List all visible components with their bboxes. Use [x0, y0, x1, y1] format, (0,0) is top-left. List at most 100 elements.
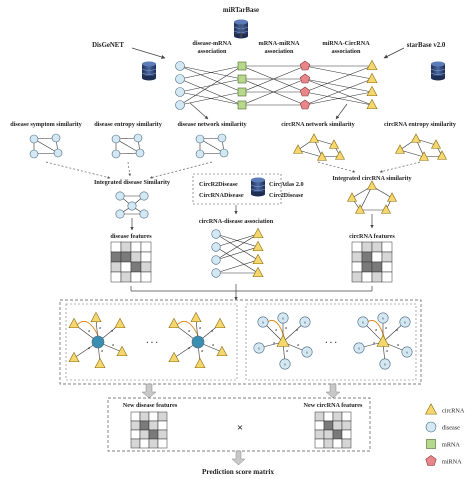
attention-weight-label: a — [112, 342, 114, 347]
matrix-cell — [157, 429, 168, 440]
disease-node — [257, 316, 269, 328]
disease-node — [217, 133, 227, 143]
square-icon — [426, 439, 436, 449]
matrix-cell — [130, 420, 141, 431]
circ-disease-association-label: circRNA-disease association — [199, 218, 274, 225]
mirna-node — [299, 86, 311, 97]
matrix-cell — [323, 438, 334, 449]
attention-weight-label: a — [88, 345, 90, 350]
circrna-node — [317, 151, 327, 161]
circ-disease-edge — [215, 233, 259, 248]
disease-node — [175, 74, 185, 84]
circ-entropy-graph — [395, 133, 447, 161]
integrated-disease-graph — [115, 191, 149, 219]
attention-weight-label: a — [188, 345, 190, 350]
integrated-circ-graph — [347, 180, 397, 214]
matrix-cell — [341, 429, 352, 440]
matrix-cell — [130, 429, 141, 440]
matrix-cell — [139, 438, 150, 449]
circrna-node — [214, 317, 226, 329]
matrix-cell — [332, 420, 343, 431]
matrix-cell — [371, 251, 383, 263]
disease-node — [399, 316, 411, 328]
mrna-mirna-label-2: association — [265, 48, 294, 55]
circrna-node — [168, 351, 180, 363]
block-arrow-left — [141, 383, 157, 399]
circrna-node — [366, 72, 378, 84]
circ-disease-edge — [215, 259, 259, 274]
attention-weight-label: a — [373, 340, 375, 345]
matrix-cell — [323, 420, 334, 431]
disease-node — [277, 312, 289, 324]
attention-weight-label: a — [275, 327, 277, 332]
mrna-node — [237, 100, 247, 110]
circrna-node — [190, 311, 202, 323]
mirna-circrna-edge — [304, 78, 373, 93]
disease-mrna-label: disease-mRNA — [192, 40, 232, 47]
center-disease-node — [91, 335, 105, 349]
arrow-disgenet — [131, 47, 166, 59]
matrix-cell — [381, 261, 393, 273]
disease-node — [357, 316, 369, 328]
matrix-cell — [139, 429, 150, 440]
similarity-edge — [297, 149, 323, 158]
attention-weight-label: a — [297, 342, 299, 347]
attention-weight-label: a — [396, 327, 398, 332]
circ-disease-bipartite — [211, 227, 264, 278]
disease-features-label: disease features — [110, 233, 152, 240]
matrix-cell — [361, 241, 373, 253]
circrna-node — [252, 253, 264, 265]
mirna-circ-label-2: association — [332, 48, 361, 55]
attention-weight-label: a — [296, 327, 298, 332]
matrix-cell — [314, 438, 325, 449]
block-arrow-bottom — [231, 450, 246, 466]
disease-node — [211, 242, 221, 252]
matrix-cell — [148, 429, 159, 440]
circ-disease-edge — [215, 233, 259, 261]
merge-arrows — [130, 284, 373, 301]
mirna-node — [299, 99, 311, 110]
disease-node — [195, 134, 205, 144]
disease-node — [111, 134, 121, 144]
disease-node — [253, 342, 265, 354]
circrna-node — [437, 150, 447, 160]
disease-node — [135, 148, 145, 158]
disease-network-similarity-label: disease network similarity — [177, 121, 247, 128]
disease-node — [211, 268, 221, 278]
attention-weight-label: a — [386, 348, 388, 353]
attention-weight-label: a — [99, 325, 101, 330]
disease-node — [301, 346, 313, 358]
mrna-mirna-edge — [241, 65, 306, 93]
matrix-cell — [130, 438, 141, 449]
circrna-node — [395, 144, 405, 154]
node-label: s — [282, 316, 284, 321]
disease-node — [211, 255, 221, 265]
circ-feature-matrix — [351, 241, 393, 283]
legend-item-mirna: miRNA — [425, 455, 462, 466]
center-circrna-node — [376, 334, 390, 347]
circ-disease-edge — [215, 246, 259, 261]
disease-mrna-edge — [179, 65, 243, 93]
database-icon-circ — [250, 177, 266, 197]
matrix-cell — [140, 261, 152, 273]
matrix-cell — [120, 251, 132, 263]
ellipsis-right: · · · — [325, 338, 337, 347]
matrix-cell — [371, 241, 383, 253]
circ-entropy-similarity-label: circRNA entropy similarity — [384, 121, 457, 128]
matrix-cell — [381, 251, 393, 263]
matrix-cell — [157, 420, 168, 431]
block-arrow-right — [325, 383, 341, 399]
attention-weight-label: a — [199, 325, 201, 330]
matrix-cell — [130, 271, 142, 283]
circrna-node — [252, 240, 264, 252]
circrna-node — [68, 317, 80, 329]
matrix-cell — [314, 429, 325, 440]
circrna-node — [387, 192, 397, 202]
disease-mrna-edge — [179, 65, 243, 106]
node-label: s — [382, 316, 384, 321]
circrna-node — [367, 180, 377, 190]
